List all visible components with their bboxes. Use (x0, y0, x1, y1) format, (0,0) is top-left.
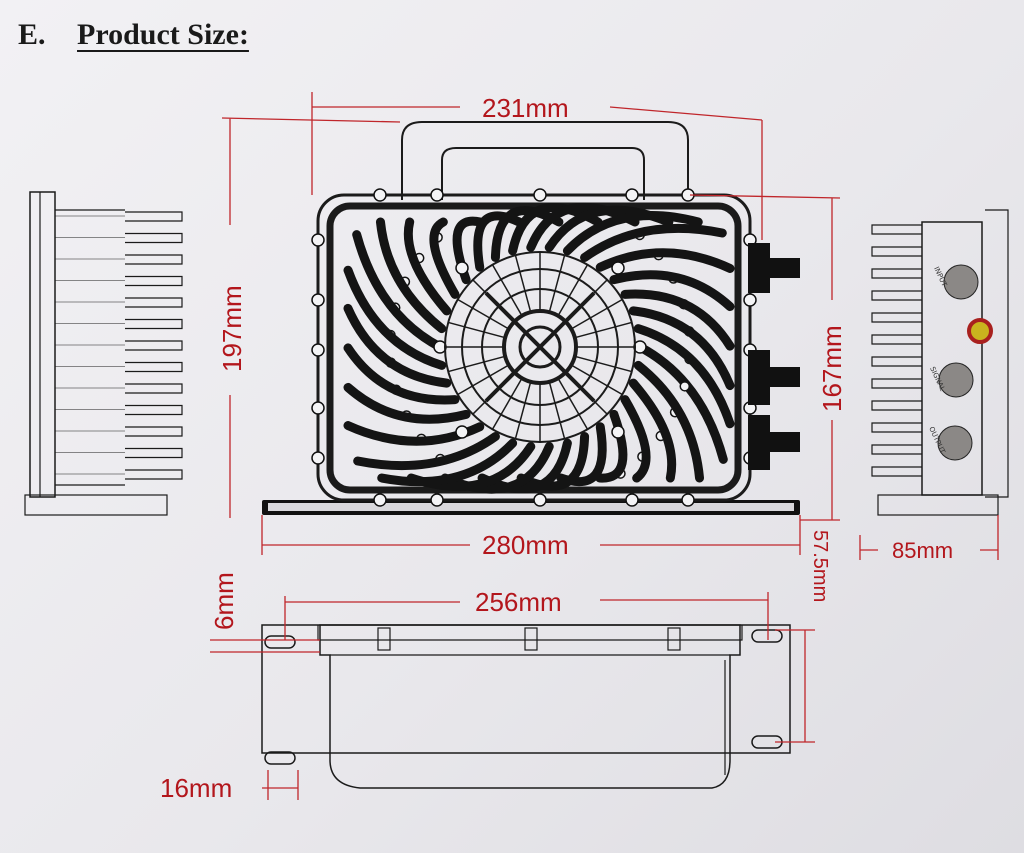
screw (625, 188, 639, 202)
screw (533, 493, 547, 507)
fin (620, 395, 651, 483)
status-indicator (967, 318, 993, 344)
screw (743, 293, 757, 307)
mounting-holes (264, 629, 783, 765)
dim-top-width: 231mm (482, 93, 569, 123)
screw (533, 188, 547, 202)
screw (611, 261, 625, 275)
fin (477, 438, 572, 494)
screw (311, 451, 325, 465)
section-letter: E. (18, 18, 46, 51)
right-side-view: INPUT SIGNAL OUTPUT (871, 209, 1009, 516)
screw (311, 293, 325, 307)
fin (620, 289, 735, 351)
fin (609, 270, 735, 312)
dim-body-height: 167mm (817, 325, 847, 412)
section-heading: E. Product Size: (18, 18, 249, 52)
screw (681, 493, 695, 507)
fin (352, 230, 445, 352)
fin (343, 382, 471, 424)
fin (628, 306, 735, 391)
fin (429, 217, 460, 299)
dim-flange-thickness: 6mm (209, 572, 239, 630)
fin (343, 303, 452, 388)
fin (526, 202, 640, 252)
fin (633, 360, 705, 483)
fin (516, 432, 590, 491)
fin (375, 217, 447, 334)
screw (430, 188, 444, 202)
section-title: Product Size: (77, 18, 249, 51)
fin (580, 223, 727, 262)
fin (633, 324, 735, 429)
screw (625, 493, 639, 507)
fin (628, 378, 677, 483)
fan-guard (444, 251, 636, 443)
fin (635, 342, 728, 464)
dim-overall-height: 197mm (217, 285, 247, 372)
front-view (262, 121, 800, 515)
screw (311, 401, 325, 415)
heatsink-fins (343, 202, 735, 494)
fin (562, 211, 703, 256)
fin (490, 206, 564, 262)
carry-handle (401, 121, 689, 200)
bottom-view (261, 624, 791, 789)
left-side-view (24, 191, 183, 516)
fin (343, 265, 447, 370)
dim-flange-edge: 16mm (160, 773, 232, 803)
dim-flange-height: 57.5mm (809, 530, 831, 602)
screw (373, 188, 387, 202)
signal-port (938, 362, 974, 398)
input-port (943, 264, 979, 300)
dim-hole-spacing: 256mm (475, 587, 562, 617)
screw (311, 233, 325, 247)
screw (430, 493, 444, 507)
screw (455, 425, 469, 439)
screw (611, 425, 625, 439)
dim-side-depth: 85mm (892, 538, 953, 563)
mounting-flange (261, 624, 791, 754)
screw (373, 493, 387, 507)
dim-base-width: 280mm (482, 530, 569, 560)
housing-screws (311, 188, 757, 507)
output-connectors (748, 243, 800, 470)
dimension-lines (210, 92, 999, 800)
fin (343, 343, 460, 405)
fin (377, 438, 518, 487)
screw (455, 261, 469, 275)
output-port (937, 425, 973, 461)
fin (403, 217, 452, 316)
screw (311, 343, 325, 357)
fin (353, 432, 500, 471)
fin (595, 248, 735, 273)
